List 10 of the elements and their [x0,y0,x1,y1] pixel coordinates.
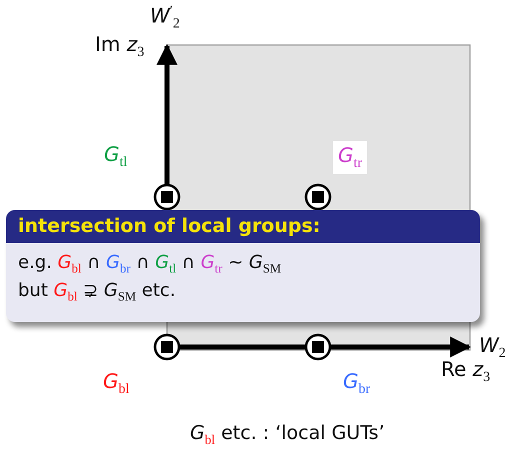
footnote: G$_{bl}$ etc. : ‘local GUTs’ [190,423,385,448]
callout-heading: intersection of local groups: [6,210,480,243]
group-label: G$_{tl}$ [104,143,128,170]
callout-box [6,210,480,322]
axis-label: Im z$_{3}$ [95,33,144,60]
callout-text: e.g. G$_{bl}$ ∩ G$_{br}$ ∩ G$_{tl}$ ∩ G$_{tr}$ ∼ G$_{SM}$ [17,251,282,278]
callout-text: but G$_{bl}$ ⊋ G$_{SM}$ etc. [17,278,177,306]
group-label: G$_{br}$ [343,370,370,398]
group-label: G$_{tr}$ [333,141,368,174]
group-label: G$_{bl}$ [103,370,130,398]
